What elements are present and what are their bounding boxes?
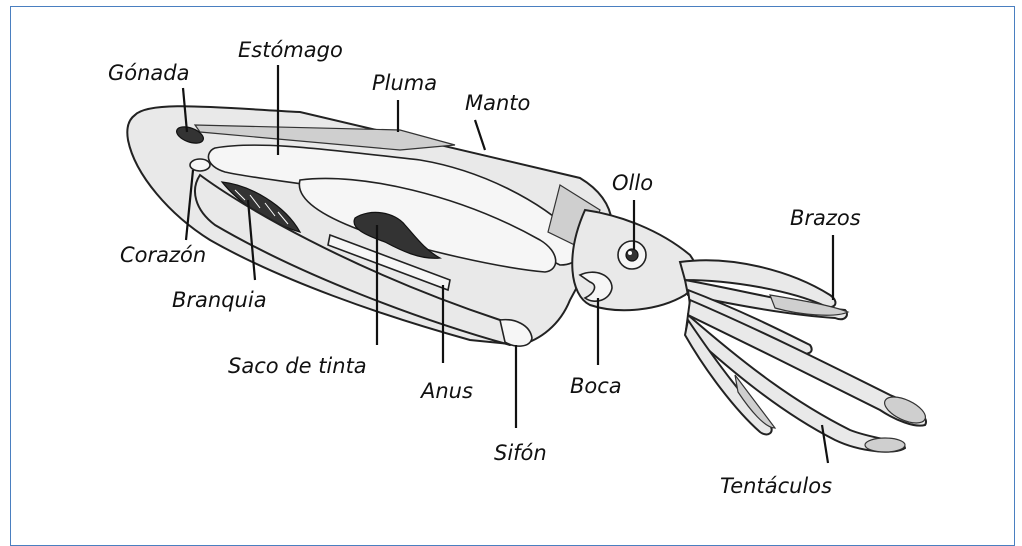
label-saco-de-tinta: Saco de tinta: [228, 354, 367, 378]
leader-manto: [475, 120, 485, 150]
eye-glint: [628, 251, 632, 255]
label-manto: Manto: [465, 91, 530, 115]
label-pluma: Pluma: [372, 71, 437, 95]
squid-anatomy-diagram: Gónada Estómago Pluma Manto Ollo Brazos …: [0, 0, 1022, 534]
eye-pupil: [626, 249, 638, 261]
label-ollo: Ollo: [612, 171, 653, 195]
tentacle-club-2: [865, 438, 905, 452]
label-branquia: Branquia: [172, 288, 267, 312]
label-sifon: Sifón: [494, 441, 547, 465]
label-brazos: Brazos: [790, 206, 861, 230]
label-tentaculos: Tentáculos: [720, 474, 832, 498]
label-gonada: Gónada: [108, 61, 190, 85]
heart-shape: [190, 159, 210, 171]
label-anus: Anus: [419, 379, 473, 403]
label-boca: Boca: [570, 374, 622, 398]
squid-arms: [680, 260, 929, 452]
label-estomago: Estómago: [238, 38, 343, 62]
label-corazon: Corazón: [120, 243, 206, 267]
